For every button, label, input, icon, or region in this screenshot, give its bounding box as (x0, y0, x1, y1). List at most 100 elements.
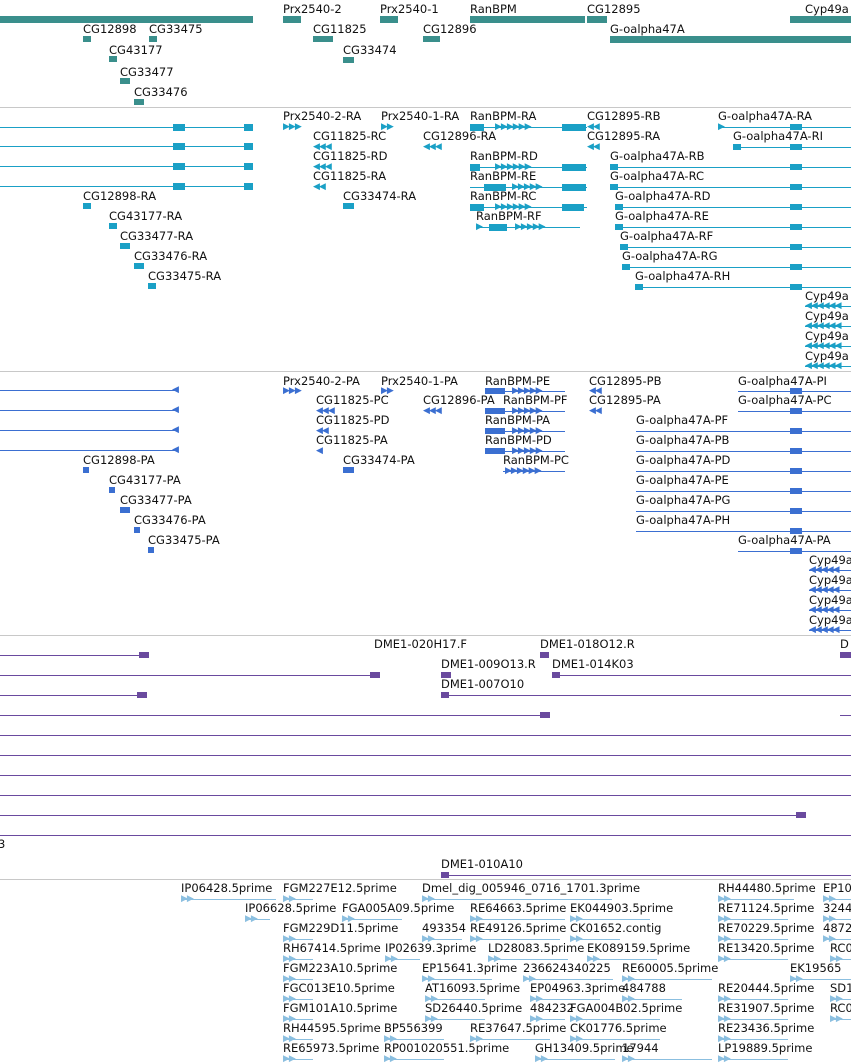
exon-block[interactable] (620, 244, 628, 250)
exon-block[interactable] (83, 467, 89, 473)
clone-end[interactable] (441, 672, 451, 678)
exon-block[interactable] (790, 488, 802, 494)
exon-block[interactable] (790, 124, 802, 130)
gene-block[interactable] (790, 16, 851, 23)
intron-line (503, 471, 565, 472)
gene-block[interactable] (283, 16, 301, 23)
intron-line (488, 959, 568, 960)
exon-block[interactable] (489, 224, 507, 231)
exon-block[interactable] (470, 124, 484, 131)
strand-arrows: ▶▶ (530, 994, 543, 1004)
exon-block[interactable] (109, 223, 117, 229)
exon-block[interactable] (109, 487, 115, 493)
exon-block[interactable] (562, 184, 586, 191)
exon-block[interactable] (733, 144, 741, 150)
exon-block[interactable] (120, 507, 130, 513)
exon-block[interactable] (790, 468, 802, 474)
exon-block[interactable] (790, 144, 802, 150)
feature-label: CG12895-RB (587, 109, 661, 123)
exon-block[interactable] (790, 448, 802, 454)
exon-block[interactable] (615, 224, 623, 230)
gene-block[interactable] (380, 16, 398, 23)
exon-block[interactable] (562, 164, 586, 171)
exon-block[interactable] (173, 183, 185, 190)
clone-end[interactable] (137, 692, 147, 698)
gene-block[interactable] (470, 16, 585, 23)
strand-arrows: ▶▶ (470, 934, 483, 944)
gene-block[interactable] (83, 36, 91, 42)
exon-block[interactable] (484, 184, 506, 191)
exon-block[interactable] (790, 408, 802, 414)
exon-block[interactable] (790, 204, 802, 210)
strand-arrows: ▶▶ (530, 1014, 543, 1024)
clone-end[interactable] (441, 872, 449, 878)
gene-block[interactable] (313, 36, 333, 42)
exon-block[interactable] (790, 528, 802, 534)
gene-block[interactable] (587, 16, 607, 23)
gene-block[interactable] (109, 56, 117, 62)
gene-block[interactable] (0, 16, 253, 23)
strand-arrows: ▶▶ (570, 1014, 583, 1024)
exon-block[interactable] (244, 183, 253, 190)
clone-end[interactable] (139, 652, 149, 658)
gene-block[interactable] (343, 57, 354, 63)
clone-end[interactable] (552, 672, 560, 678)
clone-end[interactable] (441, 692, 449, 698)
exon-block[interactable] (173, 163, 185, 170)
exon-block[interactable] (343, 467, 354, 473)
exon-block[interactable] (83, 203, 91, 209)
exon-block[interactable] (244, 143, 253, 150)
strand-arrows: ◀◀◀ (423, 406, 442, 416)
strand-arrows: ▶▶ (823, 934, 836, 944)
exon-block[interactable] (562, 124, 586, 131)
exon-block[interactable] (790, 244, 802, 250)
exon-block[interactable] (485, 428, 505, 434)
exon-block[interactable] (790, 508, 802, 514)
exon-block[interactable] (485, 388, 505, 394)
strand-arrows: ◀ (172, 405, 179, 415)
clone-end[interactable] (540, 652, 549, 658)
gene-block[interactable] (120, 78, 130, 84)
clone-end[interactable] (540, 712, 550, 718)
exon-block[interactable] (470, 164, 480, 171)
exon-block[interactable] (790, 284, 802, 290)
exon-block[interactable] (610, 184, 618, 190)
exon-block[interactable] (173, 143, 185, 150)
exon-block[interactable] (790, 264, 802, 270)
exon-block[interactable] (244, 124, 253, 131)
exon-block[interactable] (610, 164, 618, 170)
exon-block[interactable] (790, 388, 802, 394)
gene-block[interactable] (610, 36, 851, 43)
exon-block[interactable] (134, 527, 140, 533)
clone-end[interactable] (840, 652, 851, 658)
exon-block[interactable] (790, 184, 802, 190)
exon-block[interactable] (485, 408, 505, 414)
feature-label: CG12898-PA (83, 453, 155, 467)
exon-block[interactable] (244, 163, 253, 170)
exon-block[interactable] (120, 243, 130, 249)
exon-block[interactable] (622, 264, 630, 270)
exon-block[interactable] (148, 283, 156, 289)
intron-line (283, 959, 313, 960)
exon-block[interactable] (485, 448, 505, 454)
exon-block[interactable] (470, 204, 484, 211)
exon-block[interactable] (635, 284, 643, 290)
exon-block[interactable] (790, 548, 802, 554)
exon-block[interactable] (790, 224, 802, 230)
exon-block[interactable] (343, 203, 354, 209)
exon-block[interactable] (790, 428, 802, 434)
gene-block[interactable] (134, 99, 144, 105)
exon-block[interactable] (134, 263, 144, 269)
exon-block[interactable] (148, 547, 154, 553)
clone-end[interactable] (370, 672, 380, 678)
clone-end[interactable] (796, 812, 806, 818)
intron-line (283, 999, 313, 1000)
gene-block[interactable] (149, 36, 157, 42)
exon-block[interactable] (173, 124, 185, 131)
feature-label: Prx2540-1 (380, 2, 439, 16)
gene-block[interactable] (423, 36, 440, 42)
exon-block[interactable] (790, 164, 802, 170)
intron-line (718, 127, 851, 128)
exon-block[interactable] (615, 204, 623, 210)
exon-block[interactable] (562, 204, 584, 211)
